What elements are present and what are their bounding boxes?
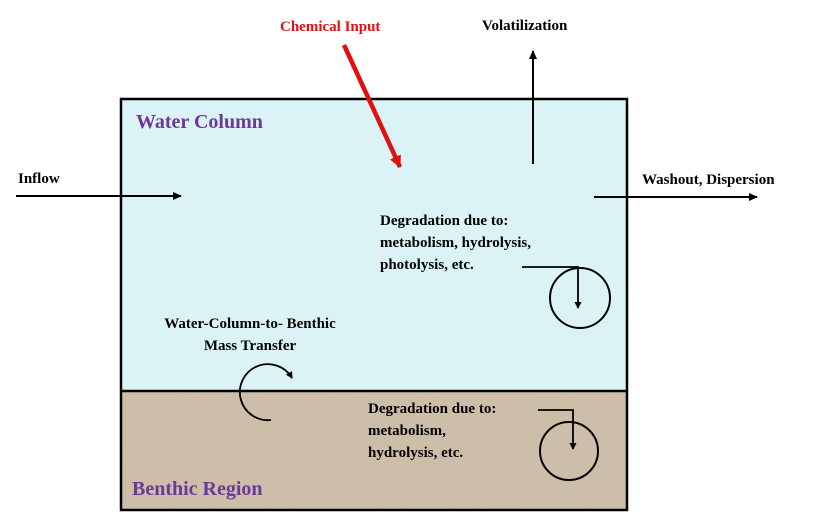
washout-label: Washout, Dispersion	[642, 172, 775, 188]
water-column-region	[121, 99, 627, 391]
benthic-region-title: Benthic Region	[132, 478, 263, 500]
system-boundary	[119, 97, 629, 512]
benthic-degradation-line-2: metabolism,	[368, 423, 446, 439]
water-degradation-symbol	[522, 266, 611, 329]
inflow-label: Inflow	[18, 171, 60, 187]
mass-transfer-cycle-icon	[238, 363, 293, 422]
water-degradation-line-3: photolysis, etc.	[380, 257, 474, 273]
volatilization-label: Volatilization	[482, 18, 568, 34]
water-degradation-text: Degradation due to: metabolism, hydrolys…	[380, 210, 531, 276]
mass-transfer-line-1: Water-Column-to- Benthic	[164, 316, 336, 332]
water-degradation-line-1: Degradation due to:	[380, 213, 509, 229]
water-degradation-line-2: metabolism, hydrolysis,	[380, 235, 531, 251]
benthic-degradation-line-3: hydrolysis, etc.	[368, 445, 464, 461]
chemical-input-arrow	[341, 44, 403, 168]
benthic-degradation-line-1: Degradation due to:	[368, 401, 497, 417]
chemical-input-label: Chemical Input	[280, 19, 381, 35]
mass-transfer-text: Water-Column-to- Benthic Mass Transfer	[140, 313, 360, 357]
benthic-degradation-symbol	[538, 409, 599, 481]
water-column-title: Water Column	[136, 111, 263, 133]
mass-transfer-line-2: Mass Transfer	[203, 338, 297, 354]
benthic-degradation-text: Degradation due to: metabolism, hydrolys…	[368, 398, 496, 464]
